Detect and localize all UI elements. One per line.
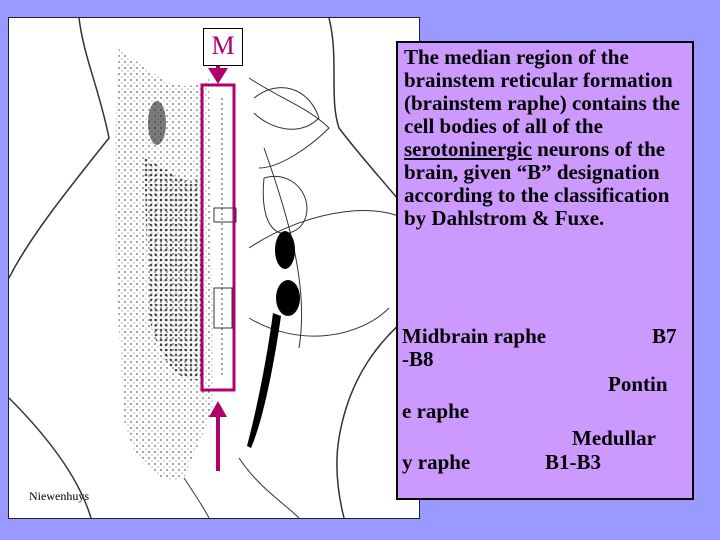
raphe-line-3: Pontin (608, 372, 668, 396)
raphe-line-6-left: y raphe (402, 450, 471, 474)
serotoninergic-term: serotoninergic (404, 137, 532, 161)
up-arrow-icon (209, 401, 227, 417)
raphe-line-4: e raphe (402, 399, 470, 423)
raphe-line-5: Medullar (572, 426, 656, 450)
m-label: M (203, 28, 243, 66)
description-paragraph: The median region of the brainstem retic… (404, 46, 689, 230)
raphe-line-6-right: B1-B3 (545, 450, 602, 474)
raphe-line-2: -B8 (402, 347, 434, 371)
raphe-line-1-right: B7 (652, 324, 677, 348)
down-arrow-icon (208, 68, 228, 84)
brainstem-drawing (9, 18, 419, 518)
raphe-line-1-left: Midbrain raphe (402, 324, 547, 348)
brainstem-figure: M Niewenhuys (8, 17, 420, 519)
raphe-highlight-box (200, 83, 236, 392)
figure-credit: Niewenhuys (29, 489, 89, 503)
description-panel: The median region of the brainstem retic… (396, 41, 694, 500)
description-outro: neurons of the brain, given “B” designat… (404, 137, 670, 230)
description-intro: The median region of the brainstem retic… (404, 45, 680, 138)
